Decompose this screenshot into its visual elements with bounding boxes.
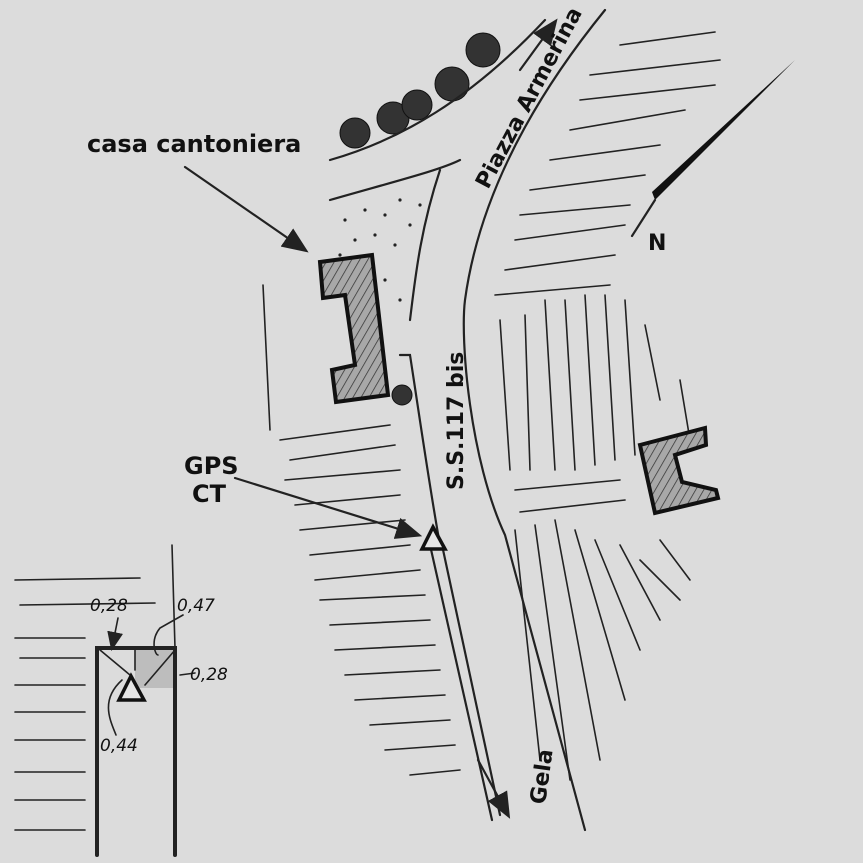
tree-icon — [434, 66, 470, 102]
inset-station-marker — [116, 672, 147, 702]
shrub-icon — [391, 384, 413, 406]
inset-measurement: 0,47 — [177, 596, 215, 616]
road-edges — [328, 8, 626, 832]
label-piazza-armerina: Piazza Armerina — [471, 3, 588, 192]
gps-station-marker — [419, 523, 448, 551]
field-lines — [262, 31, 721, 781]
building-east — [637, 425, 721, 516]
label-casa-cantoniera: casa cantoniera — [87, 130, 301, 158]
casa-cantoniera-building — [317, 252, 391, 405]
inset-measurement: 0,28 — [90, 596, 128, 616]
label-gela: Gela — [526, 748, 558, 806]
label-north: N — [648, 231, 666, 256]
station-pointer-arrow — [233, 476, 423, 539]
north-arrow-stem — [630, 198, 657, 238]
building-pointer-arrow — [183, 165, 309, 253]
garden-dots — [338, 198, 422, 302]
station-inset — [14, 544, 196, 857]
tree-icon — [465, 32, 501, 68]
inset-measurement: 0,44 — [100, 736, 138, 756]
inset-measurement: 0,28 — [190, 665, 228, 685]
tree-icon — [401, 89, 433, 121]
tree-icon — [339, 117, 371, 149]
tree-row — [339, 32, 501, 406]
label-gps: GPS — [184, 452, 239, 480]
north-arrow-icon — [652, 60, 795, 200]
label-ct: CT — [192, 480, 227, 508]
label-ss117bis: S.S.117 bis — [444, 352, 469, 490]
